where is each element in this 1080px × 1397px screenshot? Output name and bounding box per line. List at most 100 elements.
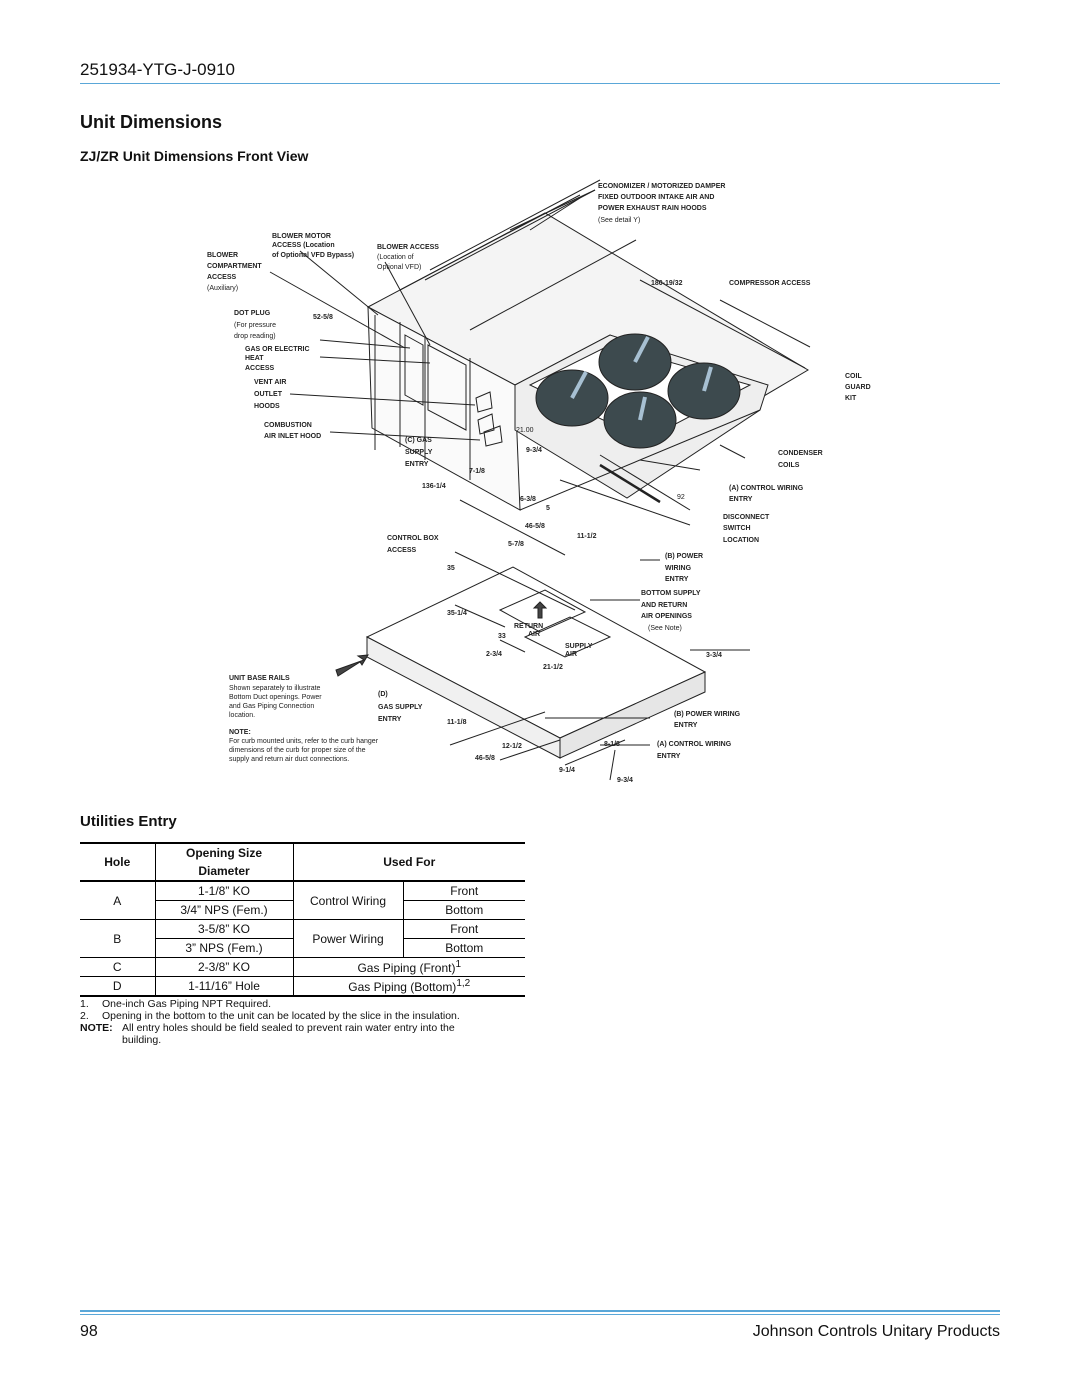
- callout-b-power-1: (B) POWER: [665, 553, 703, 560]
- callout-economizer-2: FIXED OUTDOOR INTAKE AIR AND: [598, 194, 714, 201]
- note-2-text: Opening in the bottom to the unit can be…: [102, 1010, 460, 1022]
- callout-blower-motor-3: of Optional VFD Bypass): [272, 252, 354, 259]
- callout-combustion-2: AIR INLET HOOD: [264, 433, 321, 440]
- dim-8-1-8: 8-1/8: [604, 741, 620, 748]
- note-general-text: All entry holes should be field sealed t…: [122, 1022, 455, 1046]
- dim-12-1-2: 12-1/2: [502, 743, 522, 750]
- access-panel: [404, 334, 424, 406]
- callout-d-gas-3: ENTRY: [378, 716, 402, 723]
- callout-coil-guard-2: GUARD: [845, 384, 871, 391]
- row-a-used: Control Wiring: [293, 881, 404, 920]
- table-notes: 1. One-inch Gas Piping NPT Required. 2. …: [80, 998, 495, 1046]
- callout-heat-2: HEAT: [245, 355, 264, 362]
- header-rule: [80, 83, 1000, 84]
- row-c-footnote: 1: [455, 959, 462, 970]
- note-2-number: 2.: [80, 1010, 89, 1022]
- figure-title: ZJ/ZR Unit Dimensions Front View: [80, 148, 309, 164]
- callout-base-rails-3: Bottom Duct openings. Power: [229, 694, 322, 701]
- label-supply-2: AIR: [565, 651, 577, 658]
- dim-35: 35: [447, 565, 455, 572]
- note-general-label: NOTE:: [80, 1022, 113, 1034]
- callout-compressor-access: COMPRESSOR ACCESS: [729, 280, 811, 287]
- callout-blower-2: COMPARTMENT: [207, 263, 262, 270]
- callout-b-power-wiring-1: (B) POWER WIRING: [674, 711, 741, 718]
- dim-46-5-8-top: 46-5/8: [525, 523, 545, 530]
- callout-a-control-2: ENTRY: [729, 496, 753, 503]
- callout-disconnect-3: LOCATION: [723, 537, 759, 544]
- callout-heat-3: ACCESS: [245, 365, 275, 372]
- callout-dot-plug-1: DOT PLUG: [234, 310, 271, 317]
- callout-control-box-2: ACCESS: [387, 547, 417, 554]
- callout-heat-1: GAS OR ELECTRIC: [245, 346, 310, 353]
- callout-condenser-2: COILS: [778, 462, 800, 469]
- callout-condenser-1: CONDENSER: [778, 450, 823, 457]
- row-d-footnote: 1,2: [456, 978, 471, 989]
- dim-21-1-2: 21-1/2: [543, 664, 563, 671]
- dim-3-3-4: 3-3/4: [706, 652, 722, 659]
- arrow-base: [335, 654, 369, 677]
- footer-rule: [80, 1310, 1000, 1312]
- callout-blower-1: BLOWER: [207, 252, 238, 259]
- row-d-used-text: Gas Piping (Bottom): [348, 980, 457, 994]
- callout-blower-4: (Auxiliary): [207, 285, 238, 292]
- callout-disconnect-1: DISCONNECT: [723, 514, 770, 521]
- callout-base-rails-1: UNIT BASE RAILS: [229, 675, 290, 682]
- dim-33: 33: [498, 633, 506, 640]
- callout-d-gas-1: (D): [378, 691, 388, 698]
- row-c-size: 2-3/8” KO: [155, 957, 294, 977]
- callout-blower-motor-2: ACCESS (Location: [272, 242, 335, 249]
- callout-disconnect-2: SWITCH: [723, 525, 751, 532]
- callout-economizer-3: POWER EXHAUST RAIN HOODS: [598, 205, 707, 212]
- dim-92: 92: [677, 494, 685, 501]
- note-1-text: One-inch Gas Piping NPT Required.: [102, 998, 272, 1010]
- callout-coil-guard-1: COIL: [845, 373, 862, 380]
- dim-7-1-8: 7-1/8: [469, 468, 485, 475]
- callout-bottom-supply-3: AIR OPENINGS: [641, 613, 692, 620]
- callout-a-control-1: (A) CONTROL WIRING: [729, 485, 804, 492]
- dim-52-5-8: 52-5/8: [313, 314, 333, 321]
- callout-vent-2: OUTLET: [254, 391, 283, 398]
- row-b-size-front: 3-5/8” KO: [155, 919, 294, 939]
- label-return-1: RETURN: [514, 623, 543, 630]
- dim-2-3-4: 2-3/4: [486, 651, 502, 658]
- dim-35-1-4: 35-1/4: [447, 610, 467, 617]
- note-line-2: dimensions of the curb for proper size o…: [229, 747, 366, 754]
- row-b-front: Front: [403, 919, 525, 939]
- note-general: NOTE: All entry holes should be field se…: [80, 1022, 495, 1046]
- row-a-size-front: 1-1/8” KO: [155, 881, 294, 901]
- callout-base-rails-5: location.: [229, 712, 255, 719]
- dim-9-3-4: 9-3/4: [526, 447, 542, 454]
- row-b-hole: B: [80, 919, 156, 958]
- dim-46-5-8-bottom: 46-5/8: [475, 755, 495, 762]
- dim-9-1-4: 9-1/4: [559, 767, 575, 774]
- page-title: Unit Dimensions: [80, 112, 223, 132]
- footer-rule-thin: [80, 1314, 1000, 1315]
- callout-dot-plug-3: drop reading): [234, 333, 276, 340]
- callout-base-rails-4: and Gas Piping Connection: [229, 703, 314, 710]
- callout-base-rails-2: Shown separately to illustrate: [229, 685, 321, 692]
- supply-opening: [523, 616, 612, 658]
- callout-c-gas-3: ENTRY: [405, 461, 429, 468]
- return-opening: [498, 589, 587, 633]
- callout-bottom-supply-1: BOTTOM SUPPLY: [641, 590, 701, 597]
- callout-b-power-3: ENTRY: [665, 576, 689, 583]
- note-2: 2. Opening in the bottom to the unit can…: [80, 1010, 495, 1022]
- label-supply-1: SUPPLY: [565, 643, 593, 650]
- heat-panel: [427, 344, 467, 431]
- callout-bottom-supply-4: (See Note): [648, 625, 682, 632]
- note-label: NOTE:: [229, 729, 251, 736]
- label-return-2: AIR: [528, 631, 540, 638]
- callout-c-gas-2: SUPPLY: [405, 449, 433, 456]
- row-c-hole: C: [80, 957, 156, 977]
- row-a-hole: A: [80, 881, 156, 920]
- callout-b-power-wiring-2: ENTRY: [674, 722, 698, 729]
- header-diameter: Diameter: [155, 862, 294, 882]
- callout-vent-3: HOODS: [254, 403, 280, 410]
- document-id: 251934-YTG-J-0910: [80, 60, 235, 79]
- callout-control-box-1: CONTROL BOX: [387, 535, 439, 542]
- dim-11-1-8: 11-1/8: [447, 719, 467, 726]
- row-c-used-text: Gas Piping (Front): [357, 961, 456, 975]
- row-d-hole: D: [80, 976, 156, 996]
- dim-136-1-4: 136-1/4: [422, 483, 446, 490]
- row-b-bottom: Bottom: [403, 938, 525, 958]
